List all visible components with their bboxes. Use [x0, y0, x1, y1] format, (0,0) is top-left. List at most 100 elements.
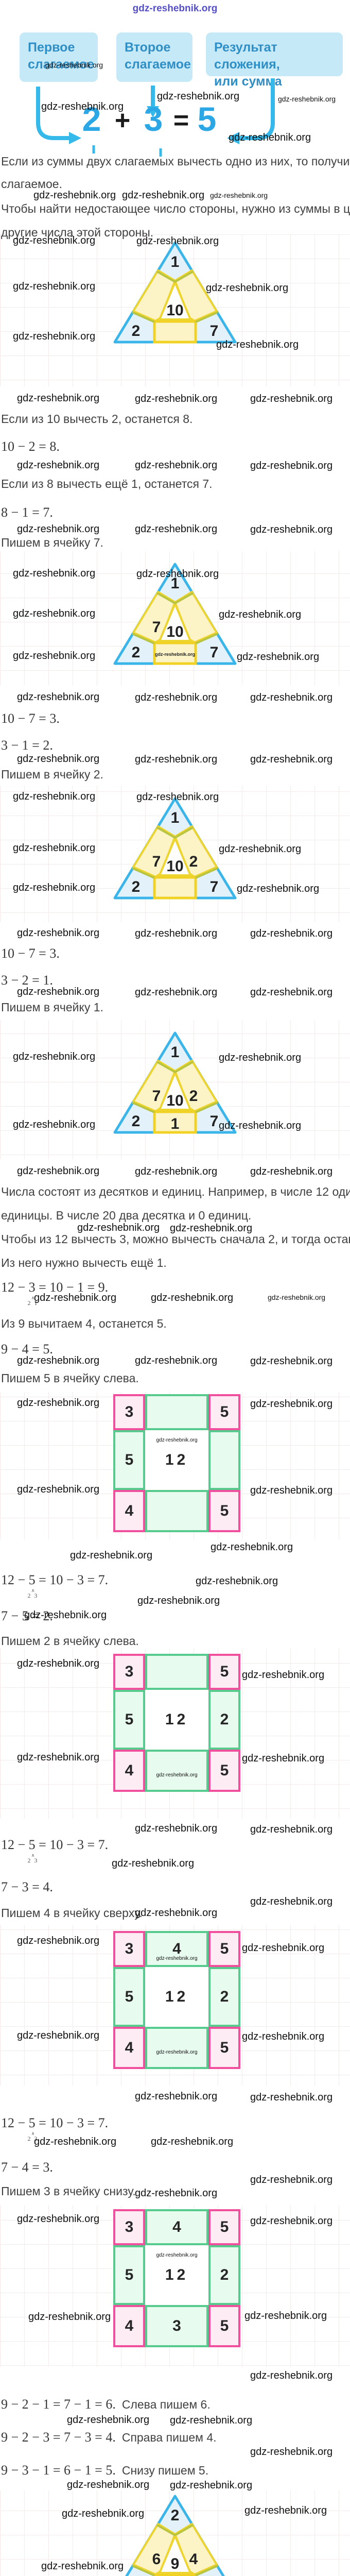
label-box-first-addend: Первое слагаемое [20, 32, 98, 82]
triangle-value-center-sum: 10 [166, 1092, 183, 1109]
square-cell-br: 5 [208, 2027, 240, 2069]
watermark-text: gdz-reshebnik.org [41, 2561, 124, 2572]
triangle-value-left: 7 [152, 1088, 161, 1105]
triangle-value-left: 7 [152, 853, 161, 870]
triangle-value-left: 6 [152, 2551, 161, 2568]
watermark-text: gdz-reshebnik.org [17, 1397, 100, 1409]
watermark-text: gdz-reshebnik.org [250, 393, 333, 404]
number-bond-caret-icon: ∧ [31, 2131, 35, 2136]
number-bond-decomposition: ∧2 1 [24, 1295, 42, 1306]
watermark-text: gdz-reshebnik.org [135, 754, 218, 765]
square-cell-right: 2 [208, 1690, 240, 1750]
watermark-text: gdz-reshebnik.org [242, 2031, 325, 2042]
watermark-text: gdz-reshebnik.org [135, 1823, 218, 1834]
label-box-second-addend: Второе слагаемое [116, 32, 192, 82]
equation-second-addend: 3 [144, 100, 163, 138]
equation-line: 12 − 5 = 10 − 3 = 7. [1, 1572, 109, 1587]
triangle-value-center-sum: 10 [166, 302, 183, 319]
watermark-text: gdz-reshebnik.org [135, 1907, 218, 1919]
watermark-text: gdz-reshebnik.org [45, 61, 103, 69]
equation-line: 12 − 5 = 10 − 3 = 7. [1, 1837, 109, 1852]
watermark-text: gdz-reshebnik.org [13, 791, 96, 802]
square-cell-center: 12 [145, 1690, 208, 1750]
watermark-text: gdz-reshebnik.org [250, 2215, 333, 2227]
solution-sentence: Если из 8 вычесть ещё 1, останется 7. [1, 477, 213, 490]
triangle-value-bottom-left: 2 [132, 1113, 141, 1130]
watermark-text: gdz-reshebnik.org [250, 2446, 333, 2458]
triangle-value-right: 2 [189, 853, 198, 870]
watermark-text: gdz-reshebnik.org [156, 2049, 198, 2055]
center-hole [158, 1070, 192, 1111]
watermark-text: gdz-reshebnik.org [136, 568, 219, 580]
solution-sentence: Пишем в ячейку 1. [1, 1001, 103, 1014]
white-block [0, 386, 350, 551]
equation-line: 12 − 5 = 10 − 3 = 7. [1, 2115, 109, 2130]
watermark-text: gdz-reshebnik.org [17, 523, 100, 535]
square-cell-bottom [145, 1750, 208, 1792]
right-separator [195, 867, 218, 879]
square-cell-tl: 3 [113, 2209, 145, 2245]
number-bond-digits: 2 3 [27, 2135, 39, 2142]
equation-line: 10 − 2 = 8. [1, 439, 60, 454]
watermark-text: gdz-reshebnik.org [77, 1222, 160, 1233]
triangle-value-top: 1 [171, 1044, 180, 1061]
number-bond-caret-icon: ∧ [31, 1588, 35, 1593]
watermark-text: gdz-reshebnik.org [250, 1485, 333, 1496]
plus-operator: + [114, 106, 131, 135]
watermark-text: gdz-reshebnik.org [250, 2370, 333, 2381]
watermark-text: gdz-reshebnik.org [13, 882, 96, 893]
label-line: или сумма [214, 74, 282, 89]
watermark-text: gdz-reshebnik.org [157, 91, 240, 102]
square-cell-top [145, 1394, 208, 1430]
watermark-text: gdz-reshebnik.org [17, 691, 100, 703]
arrowhead-icon [147, 106, 159, 117]
equation-line: 9 − 4 = 5. [1, 1342, 53, 1357]
watermark-text: gdz-reshebnik.org [242, 1669, 325, 1681]
square-cell-left: 5 [113, 1690, 145, 1750]
watermark-text: gdz-reshebnik.org [244, 2505, 327, 2516]
watermark-text: gdz-reshebnik.org [34, 2136, 117, 2147]
watermark-text: gdz-reshebnik.org [17, 393, 100, 404]
watermark-text: gdz-reshebnik.org [122, 190, 205, 201]
watermark-text: gdz-reshebnik.org [13, 568, 96, 579]
watermark-text: gdz-reshebnik.org [156, 1956, 198, 1961]
square-cell-right [208, 1430, 240, 1490]
left-separator [132, 311, 155, 323]
square-cell-bottom [145, 1490, 208, 1532]
label-line: Второе [125, 40, 171, 55]
watermark-text: gdz-reshebnik.org [151, 2136, 234, 2147]
watermark-text: gdz-reshebnik.org [268, 1293, 326, 1301]
top-separator [156, 826, 194, 839]
watermark-text: gdz-reshebnik.org [137, 1595, 220, 1606]
label-line: слагаемое [28, 57, 94, 72]
watermark-text: gdz-reshebnik.org [242, 1753, 325, 1764]
watermark-text: gdz-reshebnik.org [244, 2310, 327, 2321]
watermark-text: gdz-reshebnik.org [135, 460, 218, 471]
watermark-text: gdz-reshebnik.org [17, 986, 100, 997]
left-separator [132, 1101, 155, 1113]
equation-note: Слева пишем 6. [121, 2398, 211, 2411]
equation-line: 7 − 5 = 2. [1, 1608, 53, 1623]
square-cell-left: 5 [113, 1430, 145, 1490]
watermark-text: gdz-reshebnik.org [17, 753, 100, 765]
white-block [0, 1159, 350, 1392]
watermark-text: gdz-reshebnik.org [250, 2092, 333, 2103]
square-cell-br: 5 [208, 1490, 240, 1532]
center-hole [158, 279, 192, 320]
watermark-text: gdz-reshebnik.org [17, 1935, 100, 1946]
watermark-text: gdz-reshebnik.org [151, 1292, 234, 1303]
equation-line: 10 − 7 = 3. [1, 946, 60, 961]
watermark-text: gdz-reshebnik.org [135, 987, 218, 998]
watermark-text: gdz-reshebnik.org [250, 754, 333, 765]
watermark-text: gdz-reshebnik.org [170, 2415, 253, 2426]
watermark-text: gdz-reshebnik.org [136, 791, 219, 803]
watermark-text: gdz-reshebnik.org [67, 2414, 150, 2426]
right-separator [195, 2565, 218, 2576]
equation-line: 9 − 3 − 1 = 6 − 1 = 5.Снизу пишем 5. [1, 2463, 209, 2478]
solution-sentence: Пишем 4 в ячейку сверху. [1, 1906, 143, 1920]
watermark-text: gdz-reshebnik.org [250, 1398, 333, 1410]
watermark-text: gdz-reshebnik.org [17, 927, 100, 939]
equation-first-addend: 2 [82, 100, 101, 138]
bottom-cell [153, 2573, 197, 2576]
